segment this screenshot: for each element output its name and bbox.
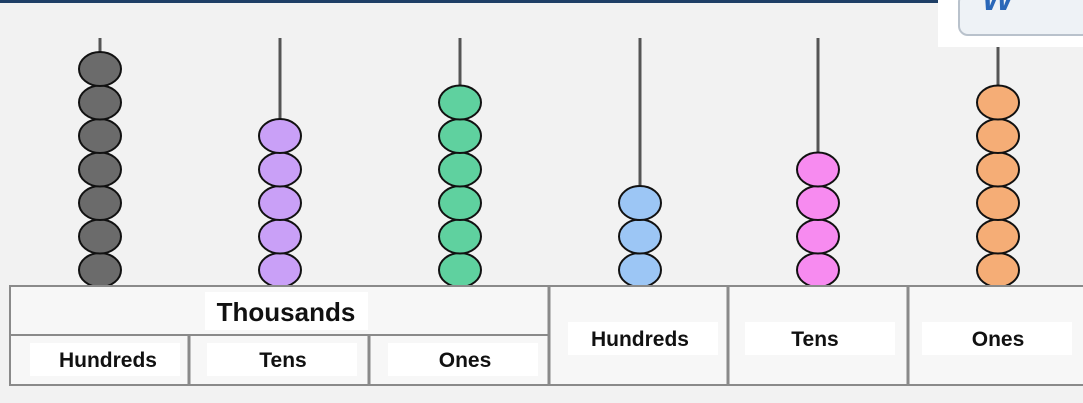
- cell-bg: [568, 322, 718, 355]
- place-value-table: Thousands Hundreds Tens Ones Hundreds Te…: [9, 285, 1083, 386]
- abacus-bead: [796, 185, 840, 221]
- abacus-bead: [796, 218, 840, 255]
- abacus-bead: [618, 185, 662, 221]
- thousands-tens-label: Tens: [259, 349, 306, 372]
- abacus-bead: [976, 151, 1020, 188]
- units-hundreds-label: Hundreds: [591, 328, 689, 351]
- abacus-bead: [258, 118, 302, 154]
- abacus-bead: [618, 252, 662, 288]
- abacus-bead: [78, 51, 122, 87]
- abacus-bead: [258, 218, 302, 255]
- logo-text: W: [982, 0, 1014, 19]
- abacus-bead: [976, 185, 1020, 221]
- abacus-bead: [438, 84, 482, 121]
- units-ones-label: Ones: [972, 328, 1025, 351]
- abacus-bead: [796, 252, 840, 288]
- abacus-bead: [976, 218, 1020, 255]
- cell-bg: [30, 343, 180, 376]
- thousands-hundreds-label: Hundreds: [59, 349, 157, 372]
- abacus-rods: [78, 38, 1020, 288]
- top-border: [0, 0, 1083, 3]
- abacus-bead: [438, 151, 482, 188]
- abacus-bead: [258, 151, 302, 188]
- abacus-bead: [618, 218, 662, 255]
- abacus-bead: [258, 185, 302, 221]
- abacus-bead: [78, 252, 122, 288]
- abacus-bead: [78, 118, 122, 154]
- logo-badge: W: [958, 0, 1083, 36]
- abacus-bead: [796, 151, 840, 188]
- cell-bg: [207, 343, 357, 376]
- abacus-bead: [438, 218, 482, 255]
- abacus-bead: [438, 252, 482, 288]
- abacus-bead: [78, 218, 122, 255]
- thousands-header: Thousands: [217, 297, 356, 327]
- abacus-bead: [976, 84, 1020, 121]
- cell-bg: [922, 322, 1072, 355]
- abacus-bead: [78, 84, 122, 121]
- units-tens-label: Tens: [791, 328, 838, 351]
- abacus-bead: [976, 118, 1020, 154]
- abacus-bead: [438, 185, 482, 221]
- thousands-ones-label: Ones: [439, 349, 492, 372]
- logo-corner: W: [938, 0, 1083, 47]
- thousands-label-bg: [205, 292, 368, 330]
- abacus-bead: [976, 252, 1020, 288]
- abacus-bead: [438, 118, 482, 154]
- abacus-bead: [78, 151, 122, 188]
- abacus-bead: [78, 185, 122, 221]
- cell-bg: [388, 343, 538, 376]
- abacus-bead: [258, 252, 302, 288]
- cell-bg: [745, 322, 895, 355]
